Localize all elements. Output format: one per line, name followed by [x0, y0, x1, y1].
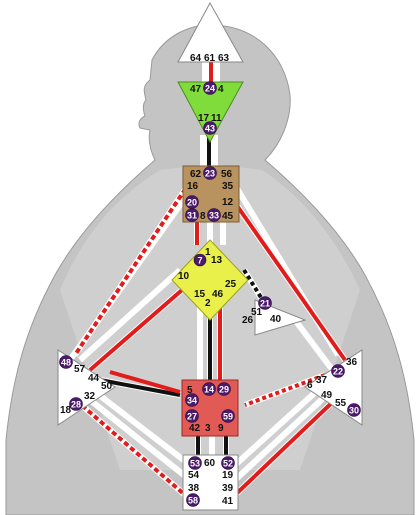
gate-label: 9 [218, 423, 224, 434]
gate-label: 11 [211, 113, 222, 124]
gate-label: 8 [200, 211, 206, 222]
gate-label: 25 [225, 279, 237, 290]
gate-label: 2 [205, 298, 211, 309]
gate-label: 46 [212, 289, 224, 300]
gate-label: 54 [188, 470, 200, 481]
gate-label: 14 [204, 385, 214, 395]
activated-gate-52: 52 [221, 456, 235, 470]
gate-label: 5 [187, 385, 193, 396]
gate-label: 47 [190, 84, 202, 95]
gate-labels: 64 61 63 47 4 17 11 62 56 16 35 12 8 45 … [60, 53, 358, 507]
gate-label: 18 [60, 405, 72, 416]
gate-label: 43 [205, 124, 215, 134]
gate-label: 33 [209, 211, 219, 221]
g-center [171, 239, 249, 321]
gate-label: 6 [307, 380, 313, 391]
activated-gate-59: 59 [221, 409, 235, 423]
gate-label: 32 [84, 391, 96, 402]
activated-gate-48: 48 [59, 355, 73, 369]
gate-label: 31 [187, 211, 197, 221]
gate-label: 36 [346, 357, 358, 368]
gate-label: 4 [218, 84, 224, 95]
activated-gate-31: 31 [185, 208, 199, 222]
gate-label: 1 [205, 247, 211, 258]
gate-label: 28 [71, 400, 81, 410]
gate-label: 45 [222, 211, 234, 222]
gate-label: 20 [187, 198, 197, 208]
gate-label: 49 [321, 390, 333, 401]
gate-label: 55 [335, 398, 347, 409]
gate-label: 35 [222, 181, 234, 192]
gate-label: 48 [61, 358, 71, 368]
gate-label: 59 [223, 412, 233, 422]
gate-label: 60 [204, 458, 216, 469]
activated-gate-27: 27 [185, 409, 199, 423]
activated-gate-30: 30 [347, 403, 361, 417]
gate-label: 57 [74, 364, 86, 375]
activated-gate-24: 24 [203, 81, 217, 95]
gate-label: 15 [194, 289, 206, 300]
activated-gate-21: 21 [258, 296, 272, 310]
gate-label: 27 [187, 412, 197, 422]
gate-label: 21 [260, 299, 270, 309]
gate-label: 26 [242, 315, 254, 326]
gate-label: 51 [251, 307, 263, 318]
gate-label: 23 [205, 169, 215, 179]
gate-label: 30 [349, 406, 359, 416]
activated-gate-43: 43 [203, 121, 217, 135]
activated-gates: 24 43 23 20 31 33 7 21 48 28 22 30 14 29… [59, 81, 361, 507]
gate-label: 24 [205, 84, 215, 94]
activated-gate-34: 34 [185, 393, 199, 407]
gate-label: 50 [101, 381, 113, 392]
gate-label: 64 [190, 53, 202, 64]
gate-label: 37 [316, 375, 328, 386]
gate-label: 3 [205, 423, 211, 434]
head-center [177, 1, 244, 63]
gate-label: 13 [211, 255, 223, 266]
gate-label: 10 [178, 271, 190, 282]
gate-label: 39 [222, 483, 234, 494]
gate-label: 56 [221, 169, 233, 180]
gate-label: 12 [222, 197, 234, 208]
gate-label: 22 [333, 367, 343, 377]
activated-gate-22: 22 [331, 364, 345, 378]
gate-label: 53 [190, 459, 200, 469]
gate-label: 34 [187, 396, 197, 406]
gate-label: 40 [270, 314, 282, 325]
gate-label: 41 [222, 496, 234, 507]
gate-label: 38 [188, 483, 200, 494]
gate-label: 58 [188, 496, 198, 506]
activated-gate-58: 58 [186, 493, 200, 507]
gate-label: 44 [88, 373, 100, 384]
gate-label: 63 [218, 53, 230, 64]
activated-gate-20: 20 [185, 195, 199, 209]
gate-label: 19 [222, 470, 234, 481]
gate-label: 16 [187, 181, 199, 192]
gate-label: 7 [197, 256, 202, 266]
gate-label: 52 [223, 459, 233, 469]
gate-label: 62 [190, 169, 202, 180]
gate-label: 42 [189, 423, 201, 434]
activated-gate-7: 7 [193, 253, 207, 267]
activated-gate-29: 29 [217, 382, 231, 396]
gate-label: 61 [204, 53, 216, 64]
activated-gate-23: 23 [203, 166, 217, 180]
activated-gate-28: 28 [69, 397, 83, 411]
activated-gate-14: 14 [202, 382, 216, 396]
gate-label: 17 [198, 113, 210, 124]
activated-gate-53: 53 [188, 456, 202, 470]
gate-label: 29 [219, 385, 229, 395]
activated-gate-33: 33 [207, 208, 221, 222]
